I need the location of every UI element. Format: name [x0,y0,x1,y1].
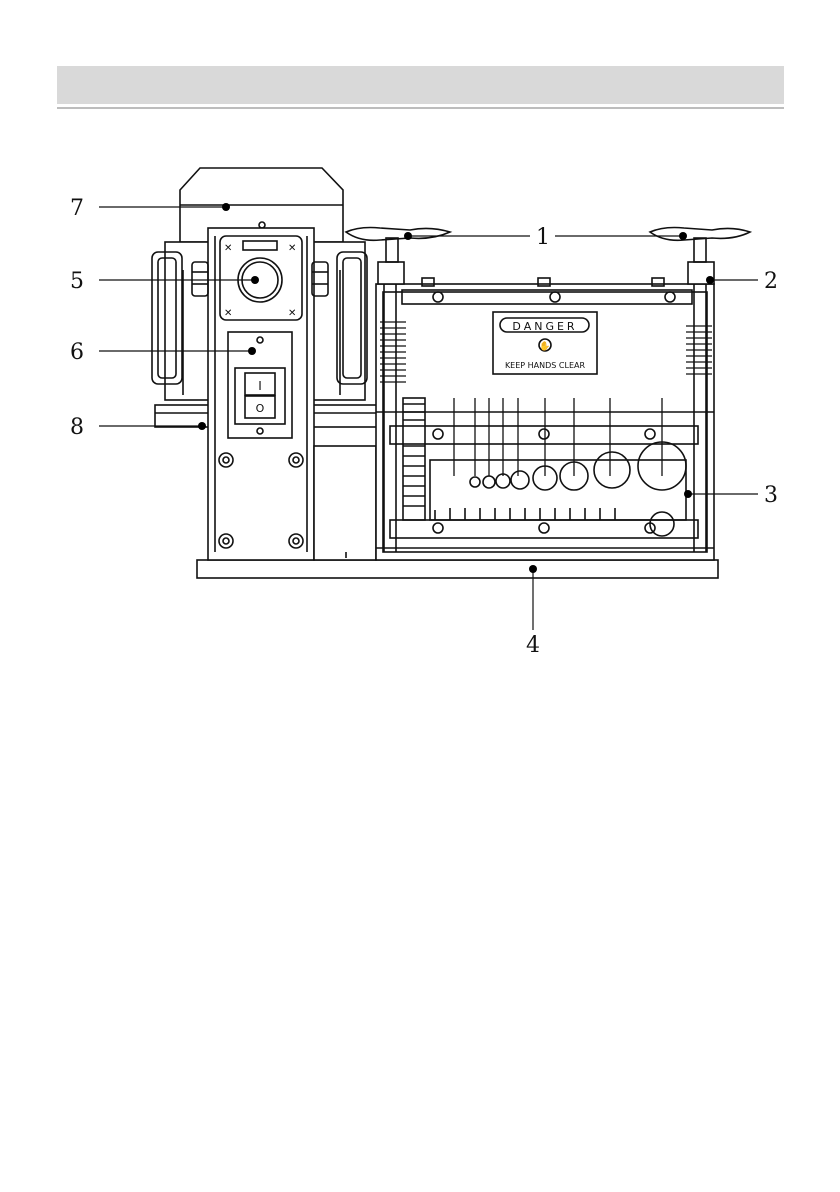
base-plate [197,560,718,578]
callout-7: 7 [70,196,84,221]
right-t-handle [650,228,750,263]
no-hands-icon: ✋ [539,340,550,352]
callout-5: 5 [70,269,84,294]
callout-1: 1 [536,225,550,250]
danger-title: DANGER [512,320,577,333]
svg-text:✕: ✕ [224,243,232,254]
callout-2: 2 [764,269,778,294]
callout-6: 6 [70,340,84,365]
callout-4: 4 [526,633,540,658]
svg-text:✕: ✕ [224,308,232,319]
svg-text:✕: ✕ [288,243,296,254]
danger-subtitle: KEEP HANDS CLEAR [505,361,586,370]
junction-box [314,446,376,560]
svg-text:✕: ✕ [288,308,296,319]
callout-8: 8 [70,415,84,440]
callout-3: 3 [764,483,778,508]
switch-on-symbol: I [258,379,262,393]
switch-off-symbol: O [256,402,265,415]
